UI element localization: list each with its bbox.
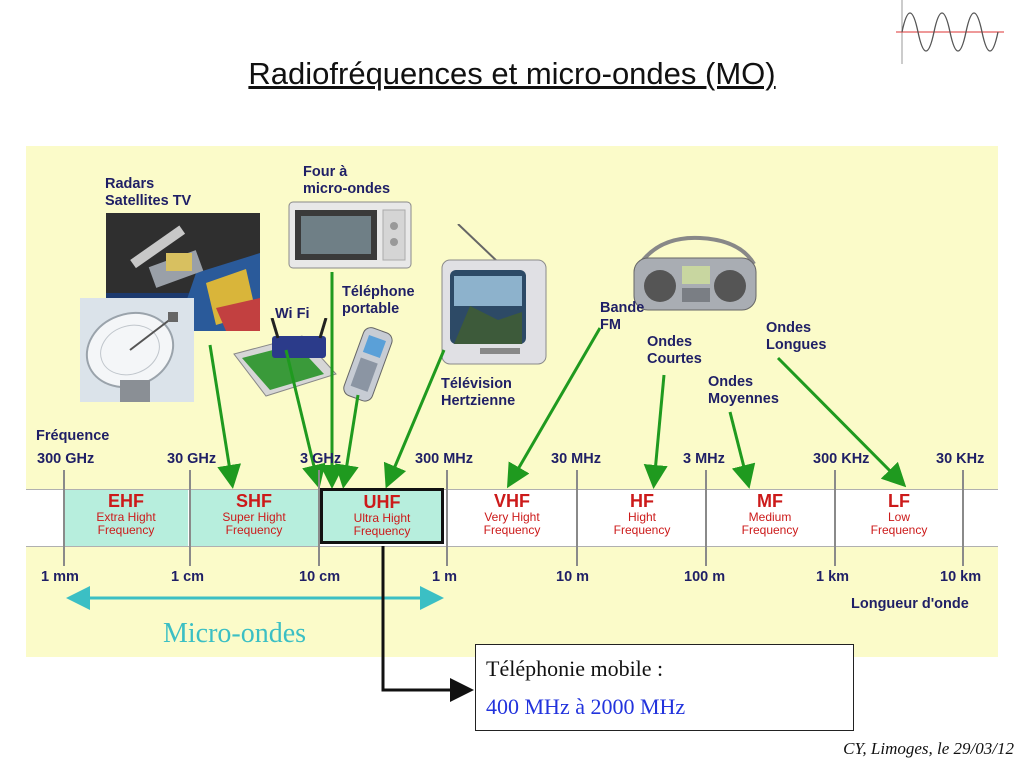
label-ondes-courtes: Ondes Courtes: [647, 334, 702, 367]
band-name: Very Hight Frequency: [483, 510, 541, 537]
frequency-axis-title: Fréquence: [36, 428, 110, 444]
wl-tick-4: 10 m: [556, 569, 590, 585]
slide-title: Radiofréquences et micro-ondes (MO): [248, 56, 776, 91]
band-name: Medium Frequency: [741, 510, 799, 537]
info-line-2: 400 MHz à 2000 MHz: [486, 694, 686, 719]
axis-tick: [63, 470, 65, 566]
band-mf: MF Medium Frequency: [706, 490, 834, 546]
axis-tick: [318, 470, 320, 566]
freq-tick-0: 300 GHz: [37, 451, 95, 467]
axis-tick: [705, 470, 707, 566]
band-name: Super Hight Frequency: [222, 510, 286, 537]
band-vhf: VHF Very Hight Frequency: [448, 490, 576, 546]
band-hf: HF Hight Frequency: [578, 490, 706, 546]
arrow-television: [383, 349, 446, 489]
arrow-telephone: [334, 394, 360, 489]
band-ehf: EHF Extra Hight Frequency: [64, 490, 188, 546]
arrow-wifi: [284, 349, 326, 489]
freq-tick-7: 30 KHz: [936, 451, 985, 467]
label-television: Télévision Hertzienne: [441, 376, 516, 409]
wifi-router-image: [233, 318, 337, 397]
wl-tick-2: 10 cm: [299, 569, 341, 585]
freq-tick-4: 30 MHz: [551, 451, 601, 467]
band-name: Extra Hight Frequency: [96, 510, 156, 537]
band-code: MF: [757, 491, 783, 511]
wl-tick-3: 1 m: [432, 569, 457, 585]
band-code: VHF: [494, 491, 530, 511]
radio-boombox-image: [633, 235, 757, 311]
band-uhf: UHF Ultra Hight Frequency: [320, 488, 444, 544]
band-code: HF: [630, 491, 654, 511]
label-ondes-moyennes: Ondes Moyennes: [708, 374, 779, 407]
freq-tick-6: 300 KHz: [813, 451, 870, 467]
wl-tick-1: 1 cm: [171, 569, 205, 585]
arrow-ondes-courtes: [643, 374, 668, 489]
sine-wave-icon: [896, 0, 1004, 64]
band-code: EHF: [108, 491, 144, 511]
info-line-1: Téléphonie mobile :: [486, 656, 664, 681]
wavelength-axis-title: Longueur d'onde: [851, 596, 969, 612]
television-image: [441, 224, 547, 365]
label-wifi: Wi Fi: [275, 306, 310, 322]
axis-tick: [834, 470, 836, 566]
band-code: UHF: [363, 492, 401, 512]
arrow-ondes-moyennes: [728, 411, 756, 489]
label-four: Four à micro-ondes: [303, 164, 391, 197]
axis-tick: [576, 470, 578, 566]
band-name: Hight Frequency: [613, 510, 671, 537]
mobile-info-box: Téléphonie mobile : 400 MHz à 2000 MHz: [475, 644, 854, 731]
freq-tick-3: 300 MHz: [415, 451, 474, 467]
band-strip: [26, 489, 998, 547]
microwave-oven-image: [288, 201, 412, 269]
footer-credit: CY, Limoges, le 29/03/12: [843, 739, 1014, 758]
wl-tick-5: 100 m: [684, 569, 726, 585]
mobile-phone-image: [343, 327, 393, 402]
band-shf: SHF Super Hight Frequency: [190, 490, 318, 546]
freq-tick-5: 3 MHz: [683, 451, 725, 467]
axis-tick: [446, 470, 448, 566]
band-code: LF: [888, 491, 910, 511]
axis-tick: [189, 470, 191, 566]
arrow-fm: [506, 327, 602, 489]
label-fm: Bande FM: [600, 300, 645, 333]
band-name: Ultra Hight Frequency: [353, 511, 411, 538]
freq-tick-1: 30 GHz: [167, 451, 217, 467]
microondes-label: Micro-ondes: [163, 618, 307, 649]
wl-tick-6: 1 km: [816, 569, 850, 585]
label-radars: Radars Satellites TV: [105, 176, 192, 209]
band-code: SHF: [236, 491, 272, 511]
wl-tick-7: 10 km: [940, 569, 982, 585]
uhf-to-info-connector: [381, 546, 474, 702]
freq-tick-2: 3 GHz: [300, 451, 342, 467]
satellite-dish-image: [80, 298, 194, 402]
wl-tick-0: 1 mm: [41, 569, 79, 585]
arrow-ondes-longues: [776, 356, 907, 488]
band-name: Low Frequency: [870, 510, 928, 537]
label-ondes-longues: Ondes Longues: [766, 320, 827, 353]
arrow-radars: [208, 344, 242, 489]
label-telephone: Téléphone portable: [342, 284, 415, 317]
band-lf: LF Low Frequency: [836, 490, 962, 546]
axis-tick: [962, 470, 964, 566]
